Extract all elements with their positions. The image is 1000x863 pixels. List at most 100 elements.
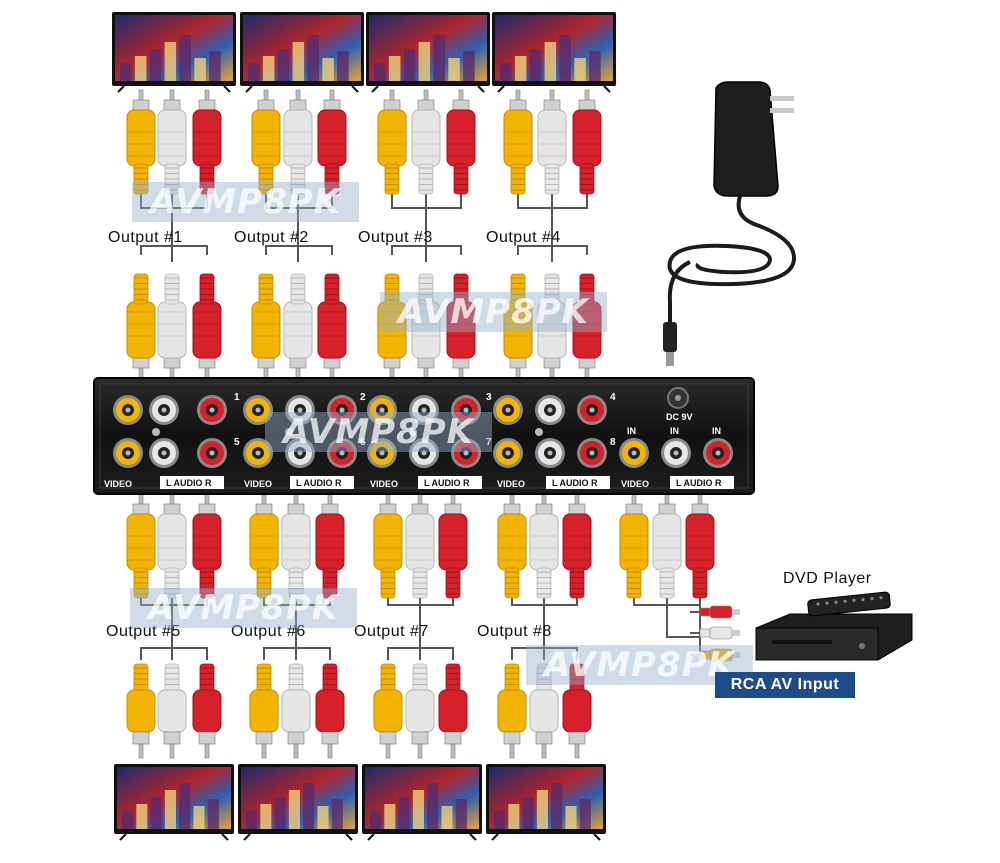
rca-jack-red [327, 438, 357, 468]
rca-jack-white [661, 438, 691, 468]
rca-plug-red [562, 493, 592, 599]
rca-plug-yellow [251, 89, 281, 195]
tv-icon [492, 12, 616, 93]
tv-icon [112, 12, 236, 93]
rca-jack-white [285, 395, 315, 425]
rca-plug-red [562, 663, 592, 759]
output-label-8: Output #8 [477, 623, 552, 640]
rca-plug-yellow [377, 89, 407, 195]
rca-jack-white [149, 438, 179, 468]
rca-jack-white [409, 395, 439, 425]
power-cable [667, 195, 797, 287]
rca-plug-white [411, 89, 441, 195]
rca-plug-red [315, 663, 345, 759]
rca-plug-red [690, 605, 740, 619]
rca-plug-white [281, 493, 311, 599]
dc-plug-tip [666, 352, 674, 366]
rca-plug-red [446, 273, 476, 379]
cable [265, 190, 333, 262]
dvd-player-label: DVD Player [783, 570, 872, 587]
screw-icon [409, 428, 417, 436]
rca-plug-white [157, 89, 187, 195]
screw-icon [152, 428, 160, 436]
rca-plug-white [529, 493, 559, 599]
port-number: 1 [234, 392, 240, 403]
power-label: DC 9V [666, 412, 693, 422]
rca-plug-red [446, 89, 476, 195]
rca-plug-yellow [497, 493, 527, 599]
rca-plug-red [192, 493, 222, 599]
rca-jack-white [535, 438, 565, 468]
rca-plug-red [572, 89, 602, 195]
rca-plug-white [537, 273, 567, 379]
rca-plug-yellow [690, 648, 740, 662]
video-label: VIDEO [497, 479, 525, 489]
output-label-3: Output #3 [358, 229, 433, 246]
tv-icon [362, 764, 482, 841]
rca-jack-white [409, 438, 439, 468]
rca-plug-red [685, 493, 715, 599]
audio-label-box [546, 476, 610, 489]
rca-plug-red [192, 273, 222, 379]
rca-plug-red [317, 89, 347, 195]
rca-plug-red [317, 273, 347, 379]
rca-plug-red [315, 493, 345, 599]
rca-plug-white [652, 493, 682, 599]
rca-jack-red [197, 395, 227, 425]
video-label: VIDEO [370, 479, 398, 489]
plug-prong [770, 108, 794, 113]
rca-jack-white [149, 395, 179, 425]
dvd-player-icon [755, 591, 913, 661]
plug-prong [770, 96, 794, 101]
rca-plug-yellow [619, 493, 649, 599]
rca-plug-white [529, 663, 559, 759]
watermark: AVMP8PK [132, 182, 359, 222]
rca-jack-red [327, 395, 357, 425]
tv-icon [486, 764, 606, 841]
audio-label: L AUDIO R [166, 478, 212, 488]
audio-label-box [670, 476, 734, 489]
audio-label-box [160, 476, 224, 489]
rca-jack-red [197, 438, 227, 468]
rca-plug-yellow [249, 663, 279, 759]
power-cable [667, 260, 691, 324]
tv-icon [240, 12, 364, 93]
rca-jack-yellow [113, 395, 143, 425]
rca-jack-white [285, 438, 315, 468]
output-label-5: Output #5 [106, 623, 181, 640]
port-number: 6 [360, 437, 366, 448]
rca-plug-white [283, 273, 313, 379]
output-label-2: Output #2 [234, 229, 309, 246]
rca-plug-red [438, 493, 468, 599]
video-label: VIDEO [621, 479, 649, 489]
in-label: IN [670, 426, 679, 436]
rca-jack-yellow [367, 395, 397, 425]
output-label-1: Output #1 [108, 229, 183, 246]
rca-plug-white [157, 273, 187, 379]
rca-plug-white [405, 663, 435, 759]
rca-plug-yellow [497, 663, 527, 759]
audio-label-box [290, 476, 354, 489]
rca-plug-white [157, 493, 187, 599]
rca-plug-yellow [126, 663, 156, 759]
rca-jack-red [451, 438, 481, 468]
rca-plug-red [572, 273, 602, 379]
screw-icon [285, 428, 293, 436]
audio-label: L AUDIO R [552, 478, 598, 488]
cable [517, 190, 588, 262]
rca-jack-yellow [113, 438, 143, 468]
video-label: VIDEO [104, 479, 132, 489]
rca-jack-yellow [493, 438, 523, 468]
rca-plug-white [283, 89, 313, 195]
in-label: IN [627, 426, 636, 436]
rca-plug-yellow [249, 493, 279, 599]
rca-plug-yellow [503, 89, 533, 195]
port-number: 3 [486, 392, 492, 403]
rca-plug-yellow [373, 663, 403, 759]
watermark: AVMP8PK [265, 412, 492, 452]
tv-icon [114, 764, 234, 841]
rca-jack-yellow [243, 395, 273, 425]
